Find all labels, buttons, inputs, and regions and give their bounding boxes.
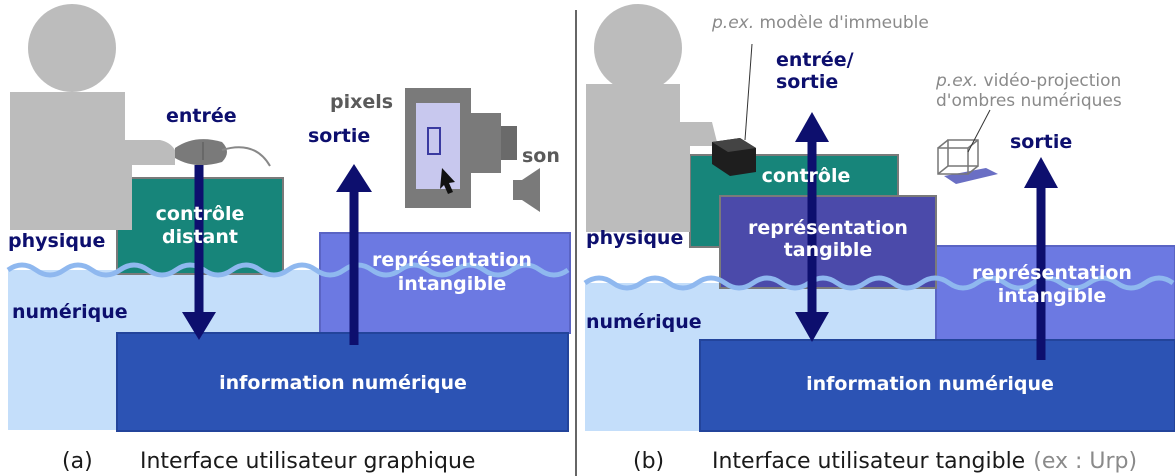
caption-b: Interface utilisateur tangible(ex : Urp) xyxy=(712,449,1137,474)
label-entree-sortie-1: entrée/ xyxy=(776,49,854,71)
info-label-b: information numérique xyxy=(806,373,1054,395)
building-model-cube-icon xyxy=(712,138,756,176)
intangible-label-2-a: intangible xyxy=(398,273,507,295)
projection-cube-icon xyxy=(937,139,998,184)
io-arrowhead-up-b xyxy=(795,112,829,142)
caption-a: Interface utilisateur graphique xyxy=(140,449,475,474)
output-arrowhead-b xyxy=(1024,157,1058,188)
info-label-a: information numérique xyxy=(219,372,467,394)
input-arrowhead-a xyxy=(182,312,216,340)
io-arrowhead-down-b xyxy=(795,312,829,342)
person-silhouette-a xyxy=(10,4,175,230)
intangible-block-b xyxy=(935,245,1175,343)
label-numerique-b: numérique xyxy=(586,311,702,333)
display-device-icon xyxy=(405,88,517,208)
note2-leader xyxy=(967,109,991,153)
water-line-a xyxy=(6,262,570,278)
intangible-label-1-a: représentation xyxy=(372,249,532,271)
person-silhouette-b xyxy=(586,4,718,232)
intangible-label-1-b: représentation xyxy=(972,262,1132,284)
note1-leader xyxy=(744,43,753,141)
panel-a: physique numérique entrée sortie pixels … xyxy=(6,4,571,474)
label-numerique-a: numérique xyxy=(12,301,128,323)
control-label-2-a: distant xyxy=(162,226,238,248)
tangible-label-2-b: tangible xyxy=(784,239,873,261)
note2-text-2: d'ombres numériques xyxy=(936,91,1122,111)
info-block-a xyxy=(116,332,569,432)
tangible-block-b xyxy=(719,195,937,289)
mouse-icon xyxy=(175,139,271,167)
info-block-b xyxy=(699,339,1175,432)
label-entree-a: entrée xyxy=(166,105,237,127)
output-arrowhead-a xyxy=(336,164,372,192)
tangible-label-1-b: représentation xyxy=(748,217,908,239)
intangible-label-2-b: intangible xyxy=(998,285,1107,307)
label-physique-b: physique xyxy=(586,227,683,249)
caption-letter-b: (b) xyxy=(633,449,664,474)
note1-text: p.ex. modèle d'immeuble xyxy=(711,13,929,33)
panel-b: p.ex. modèle d'immeuble p.ex. vidéo-proj… xyxy=(583,4,1175,474)
label-physique-a: physique xyxy=(8,230,105,252)
speaker-icon xyxy=(513,168,540,212)
label-entree-sortie-2: sortie xyxy=(776,71,838,93)
note2-text-1: p.ex. vidéo-projection xyxy=(935,71,1121,91)
label-son: son xyxy=(522,145,560,167)
controle-label-b: contrôle xyxy=(762,165,851,187)
caption-letter-a: (a) xyxy=(62,449,93,474)
control-label-1-a: contrôle xyxy=(156,203,245,225)
water-line-b xyxy=(583,275,1175,291)
intangible-block-a xyxy=(319,232,571,334)
label-sortie-b: sortie xyxy=(1010,131,1072,153)
label-pixels: pixels xyxy=(330,91,393,113)
label-sortie-a: sortie xyxy=(308,125,370,147)
